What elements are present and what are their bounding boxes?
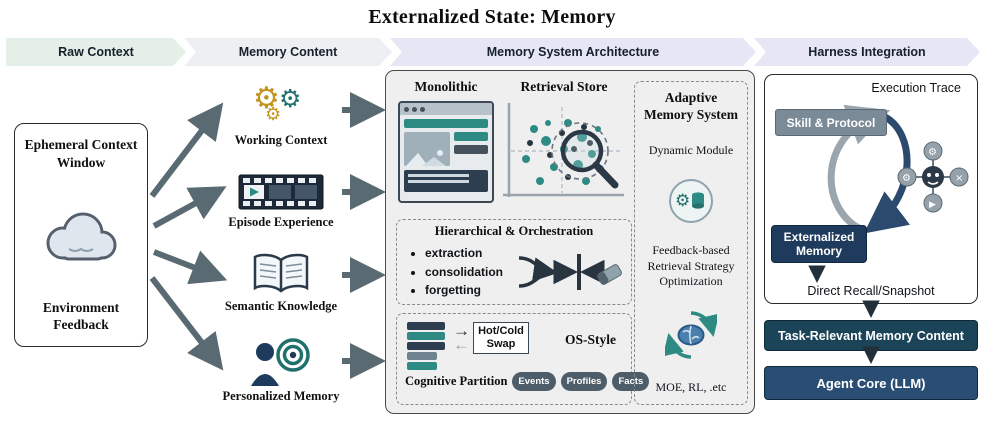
image-placeholder-icon <box>404 132 450 166</box>
os-style-box: →← Hot/Cold Swap OS-Style Cognitive Part… <box>396 313 650 405</box>
person-target-icon <box>251 338 310 386</box>
monolithic-ui-illustration <box>398 101 494 203</box>
memory-item-label: Semantic Knowledge <box>224 299 338 313</box>
partition-pill-events: Events <box>512 372 556 391</box>
skill-protocol-box: Skill & Protocol <box>775 109 887 136</box>
stage-raw-context: Raw Context <box>6 38 186 66</box>
cognitive-partition-label: Cognitive Partition <box>405 374 508 388</box>
tool-node-icons: ⚙ × ▶ ⚙ <box>897 141 969 213</box>
stage-harness-integration: Harness Integration <box>754 38 980 66</box>
stage-memory-content: Memory Content <box>184 38 392 66</box>
memory-item-label: Episode Experience <box>228 215 334 229</box>
figure-title: Externalized State: Memory <box>368 6 616 28</box>
hot-cold-swap: →← Hot/Cold Swap <box>453 320 529 355</box>
stage-memory-content-label: Memory Content <box>238 45 338 59</box>
agent-core-bar: Agent Core (LLM) <box>764 366 978 400</box>
memory-pages-icon <box>407 322 445 372</box>
ephemeral-context-panel: Ephemeral Context Window Environment Fee… <box>14 123 148 347</box>
memory-item-personalized-memory: Personalized Memory <box>222 336 340 404</box>
swap-arrows-icon: →← <box>453 320 470 355</box>
film-strip-icon <box>238 174 324 210</box>
methods-label: MOE, RL, .etc <box>655 380 727 395</box>
svg-text:⚙: ⚙ <box>902 173 911 184</box>
memory-item-label: Personalized Memory <box>222 389 340 403</box>
stage-raw-context-label: Raw Context <box>58 45 134 59</box>
memory-system-architecture-panel: Monolithic Retrieval Store <box>385 70 755 414</box>
adaptive-memory-system-box: Adaptive Memory System Dynamic Module ⚙ … <box>634 81 748 405</box>
memory-item-label: Working Context <box>234 133 328 147</box>
hierarchical-title: Hierarchical & Orchestration <box>434 224 594 238</box>
dynamic-module-icon: ⚙ <box>669 178 713 223</box>
svg-text:×: × <box>955 173 963 184</box>
environment-feedback-label: Environment Feedback <box>42 299 120 333</box>
retrieval-scatter-plot <box>503 103 624 197</box>
bullet-forgetting: forgetting <box>425 281 503 300</box>
memory-item-working-context: ⚙⚙⚙ Working Context <box>222 84 340 148</box>
orchestration-icons <box>518 254 622 290</box>
bullet-consolidation: consolidation <box>425 263 503 282</box>
brain-cycle-icon <box>665 311 717 359</box>
externalized-memory-box: Externalized Memory <box>771 225 867 263</box>
svg-text:⚙: ⚙ <box>675 191 690 211</box>
feedback-strategy-label: Feedback-based Retrieval Strategy Optimi… <box>647 243 735 289</box>
task-relevant-memory-bar: Task-Relevant Memory Content <box>764 320 978 351</box>
bullet-extraction: extraction <box>425 244 503 263</box>
hierarchical-bullets: extraction consolidation forgetting <box>413 244 503 300</box>
stage-memory-system-architecture-label: Memory System Architecture <box>486 45 660 59</box>
svg-text:⚙: ⚙ <box>928 147 937 158</box>
browser-titlebar <box>400 103 492 115</box>
monolithic-title: Monolithic <box>414 79 478 94</box>
harness-integration-panel: ⚙ × ▶ ⚙ Execution Trace Skill & Protocol… <box>764 74 978 304</box>
execution-trace-label: Execution Trace <box>871 81 961 95</box>
gears-icon: ⚙⚙⚙ <box>253 81 302 125</box>
direct-recall-label: Direct Recall/Snapshot <box>807 284 935 298</box>
memory-item-semantic-knowledge: Semantic Knowledge <box>222 252 340 314</box>
hierarchical-orchestration-box: Hierarchical & Orchestration extraction … <box>396 219 632 305</box>
partition-pill-facts: Facts <box>612 372 650 391</box>
robot-hub-icon <box>922 166 944 188</box>
stage-memory-system-architecture: Memory System Architecture <box>390 38 756 66</box>
ephemeral-context-label: Ephemeral Context Window <box>24 137 138 170</box>
stage-harness-integration-label: Harness Integration <box>808 45 926 59</box>
open-book-icon <box>253 253 309 293</box>
cognitive-partition-row: Cognitive Partition Events Profiles Fact… <box>405 372 650 391</box>
memory-item-episode-experience: Episode Experience <box>222 172 340 230</box>
retrieval-store-title: Retrieval Store <box>520 79 608 94</box>
partition-pill-profiles: Profiles <box>560 372 608 391</box>
svg-text:▶: ▶ <box>929 200 936 210</box>
eraser-icon <box>597 264 622 285</box>
os-style-label: OS-Style <box>565 332 617 347</box>
dynamic-module-label: Dynamic Module <box>648 143 734 157</box>
hot-cold-swap-label: Hot/Cold Swap <box>473 322 529 355</box>
adaptive-title: Adaptive Memory System <box>643 90 739 122</box>
cloud-icon <box>46 212 117 261</box>
